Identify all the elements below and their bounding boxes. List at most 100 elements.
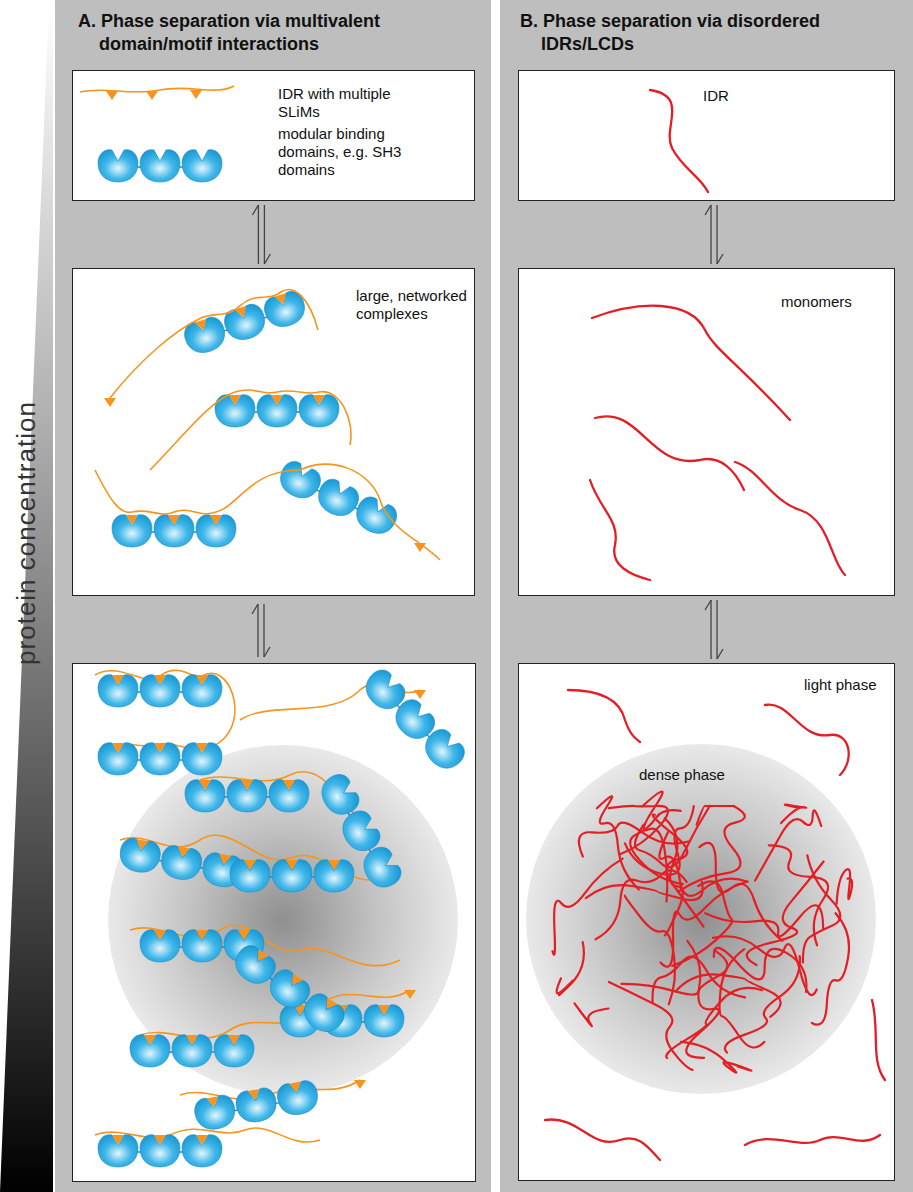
- idr-chain: [621, 950, 727, 994]
- arrow-stroke: [716, 600, 717, 659]
- box-label: large, networked complexes: [356, 287, 471, 323]
- idr-chains: [95, 290, 440, 560]
- box-ground: [518, 70, 895, 201]
- equilibrium-arrow: [705, 600, 723, 659]
- panel-ground: [500, 0, 913, 1192]
- arrow-stroke: [717, 254, 723, 264]
- sh3-domains: [98, 150, 222, 182]
- panel-heading: A. Phase separation via multivalent doma…: [78, 10, 478, 56]
- slim-motif: [146, 91, 158, 100]
- idr-chain: [661, 882, 748, 967]
- text-holder: A. Phase separation via multivalent doma…: [78, 10, 478, 56]
- idr-chain: [666, 988, 762, 1058]
- domain-complex: [230, 860, 354, 892]
- idr-chain: [625, 896, 675, 1005]
- droplet-label: dense phase: [639, 766, 749, 784]
- text-holder: IDR with multiple SLiMs: [278, 85, 413, 121]
- idr-chain: [596, 870, 687, 939]
- panel: B. Phase separation via disordered IDRs/…: [500, 0, 913, 1192]
- slim-motif: [414, 690, 426, 699]
- idr-chain: [643, 792, 668, 902]
- idr-chain: [609, 982, 693, 1070]
- idr-chain: [579, 823, 689, 857]
- idr-chain: [769, 845, 828, 945]
- box-ground: [518, 268, 895, 596]
- idr-chain: [837, 869, 853, 904]
- domain-complex: [359, 665, 470, 776]
- slim-motif: [106, 91, 118, 100]
- domain-complex: [215, 395, 339, 427]
- domain-complex: [117, 836, 245, 889]
- idr-chain: [725, 956, 800, 1053]
- idr-chains: [95, 670, 420, 1142]
- process-box: IDR with multiple SLiMs modular binding d…: [72, 70, 475, 201]
- idr-chain: [781, 805, 806, 823]
- domain-complex: [193, 1079, 321, 1132]
- domain-complex: [98, 743, 222, 775]
- text-holder: large, networked complexes: [356, 287, 471, 323]
- idr-chain: [681, 1042, 751, 1073]
- idr-chain: [678, 806, 744, 892]
- arrow-stroke: [258, 205, 259, 264]
- arrow-stroke: [717, 649, 723, 659]
- text-holder: B. Phase separation via disordered IDRs/…: [520, 10, 910, 56]
- domain-complex: [98, 1135, 222, 1167]
- process-box: monomers: [518, 268, 895, 596]
- text-holder: dense phase: [639, 766, 749, 784]
- text-holder: monomers: [781, 293, 886, 311]
- dense-phase-droplet: dense phase: [526, 744, 876, 1094]
- concentration-wedge: protein concentration: [0, 0, 54, 1192]
- box-label: IDR: [703, 87, 823, 105]
- box-ground: [518, 663, 895, 1181]
- box-label: modular binding domains, e.g. SH3 domain…: [278, 125, 413, 179]
- box-ground: [72, 268, 475, 596]
- box-ground: [73, 664, 476, 1182]
- dense-phase-droplet: [526, 744, 876, 1094]
- idr-chain: [557, 942, 584, 995]
- arrow-stroke: [710, 205, 711, 264]
- box-ground: [72, 70, 475, 201]
- domain-complex: [130, 1035, 254, 1067]
- slim-motif: [104, 398, 116, 407]
- idr-chain: [553, 859, 623, 955]
- domain-complex: [229, 941, 349, 1039]
- slim-motif: [404, 990, 416, 999]
- arrow-stroke: [710, 600, 711, 659]
- text-holder: light phase: [804, 676, 892, 694]
- idr-chain: [699, 843, 782, 941]
- box-label: IDR with multiple SLiMs: [278, 85, 413, 121]
- idr-chain: [575, 1003, 609, 1026]
- axis-label: protein concentration: [11, 401, 41, 665]
- domain-complex: [315, 770, 405, 894]
- idr-chain: [635, 806, 710, 867]
- panel-heading: B. Phase separation via disordered IDRs/…: [520, 10, 910, 56]
- box-label: light phase: [804, 676, 892, 694]
- slim-motif: [354, 1080, 366, 1089]
- panel: A. Phase separation via multivalent doma…: [55, 0, 491, 1192]
- slim-motif: [190, 90, 202, 99]
- panel-ground: [55, 0, 491, 1192]
- dense-phase-droplet: [108, 745, 458, 1095]
- idr-chain: [697, 806, 735, 825]
- idr-chain: [653, 957, 746, 1002]
- arrow-stroke: [705, 600, 711, 610]
- idr-chain: [597, 796, 639, 889]
- equilibrium-arrow: [252, 604, 270, 657]
- process-box: light phase dense phase: [518, 663, 895, 1181]
- process-box: IDR: [518, 70, 895, 201]
- domain-complex: [185, 780, 309, 812]
- equilibrium-arrow: [705, 205, 723, 264]
- arrow-stroke: [705, 205, 711, 215]
- process-box: large, networked complexes: [72, 268, 475, 596]
- text-holder: IDR: [703, 87, 823, 105]
- domain-complex: [98, 675, 222, 707]
- slim-motif: [414, 543, 426, 552]
- equilibrium-arrow: [252, 205, 270, 264]
- idr-chain: [586, 882, 703, 900]
- box-label: monomers: [781, 293, 886, 311]
- arrow-stroke: [716, 205, 717, 264]
- idr-chain: [812, 913, 849, 1025]
- arrow-stroke: [264, 205, 265, 264]
- arrow-stroke: [252, 205, 258, 215]
